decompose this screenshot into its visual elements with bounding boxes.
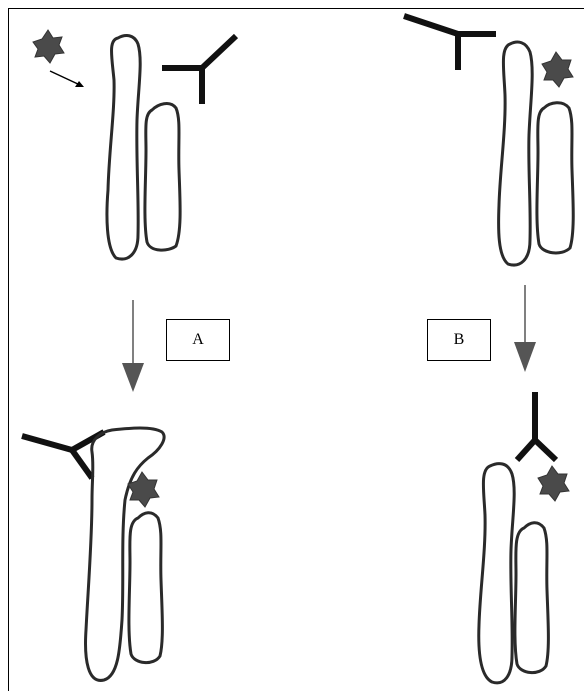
receptor-tall-subunit — [107, 36, 140, 260]
transition-label-a: A — [166, 319, 230, 361]
receptor-short-subunit — [129, 513, 162, 663]
receptor-short-subunit — [515, 523, 548, 673]
receptor-tall-subunit — [499, 42, 533, 265]
ligand-star-icon — [542, 52, 573, 87]
transition-label-b: B — [427, 319, 491, 361]
transition-label-a-text: A — [192, 331, 204, 349]
receptor-short-subunit — [537, 103, 573, 253]
binding-arrow — [50, 71, 80, 85]
transition-label-b-text: B — [454, 331, 465, 349]
panel-top-left — [33, 30, 236, 259]
antibody-icon — [404, 16, 496, 70]
arrow-b — [514, 285, 536, 372]
receptor-tall-subunit — [479, 464, 514, 683]
panel-bottom-left — [22, 428, 164, 680]
arrow-a — [122, 300, 144, 392]
ligand-star-icon — [33, 30, 64, 63]
receptor-short-subunit — [145, 104, 180, 251]
ligand-star-icon — [538, 466, 569, 501]
panel-top-right — [404, 16, 573, 265]
panel-bottom-right — [479, 392, 569, 683]
diagram-frame — [9, 9, 584, 691]
antibody-icon — [162, 36, 236, 104]
antibody-icon — [517, 392, 556, 460]
receptor-tall-subunit — [86, 428, 165, 680]
